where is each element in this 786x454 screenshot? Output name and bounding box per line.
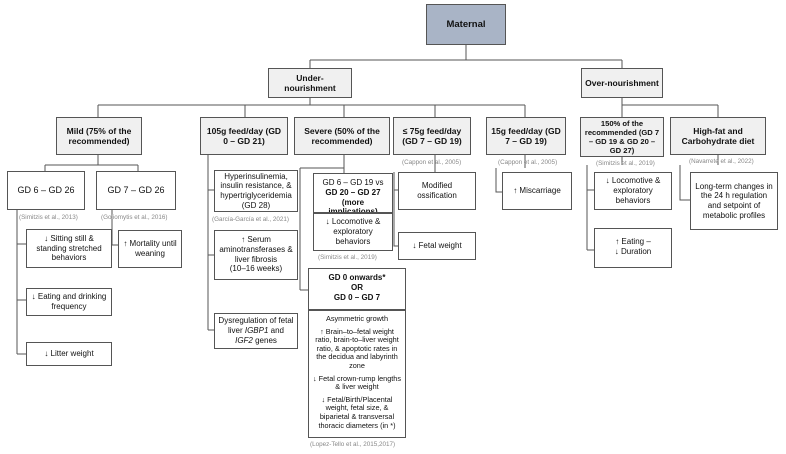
severe-node: Severe (50% of the recommended): [294, 117, 390, 155]
litter-weight-node: ↓ Litter weight: [26, 342, 112, 366]
citation-cappon-2: (Cappon et al., 2005): [498, 159, 558, 166]
gd-0-onwards-node: GD 0 onwards* OR GD 0 – GD 7: [308, 268, 406, 310]
connector-gd726: [111, 210, 118, 246]
eating-frequency-node: ↓ Eating and drinking frequency: [26, 288, 112, 316]
asymmetric-growth: Asymmetric growth: [325, 314, 389, 323]
gd-20-27-line: GD 20 – GD 27: [325, 187, 381, 197]
citation-simitzis-2019-over: (Simitzis et al., 2019): [596, 160, 655, 167]
eating-duration-node: ↑ Eating – ↓ Duration: [594, 228, 672, 268]
citation-goliomytis: (Goliomytis et al., 2016): [101, 214, 168, 221]
feed-75g-node: ≤ 75g feed/day (GD 7 – GD 19): [393, 117, 471, 155]
serum-weeks: (10–16 weeks): [229, 264, 283, 274]
under-nourishment-node: Under-nourishment: [268, 68, 352, 98]
connector-severe: [299, 155, 345, 291]
citation-simitzis-2013: (Simitzis et al., 2013): [19, 214, 78, 221]
hyperinsulinemia-node: Hyperinsulinemia, insulin resistance, & …: [214, 170, 298, 212]
citation-navarrete: (Navarrete et al., 2022): [689, 158, 754, 165]
connector-gd626: [16, 210, 26, 355]
ossification-node: Modified ossification: [398, 172, 476, 210]
connector-mild: [44, 155, 139, 171]
long-term-changes-node: Long-term changes in the 24 h regulation…: [690, 172, 778, 230]
sitting-behavior-node: ↓ Sitting still & standing stretched beh…: [26, 229, 112, 268]
connector-over: [621, 98, 719, 117]
connector-75g: [393, 155, 436, 247]
crown-rump: ↓ Fetal crown-rump lengths & liver weigh…: [312, 373, 401, 392]
gene-igf2: IGF2: [235, 335, 253, 345]
serum-text: ↑ Serum aminotransferases & liver fibros…: [219, 235, 293, 264]
serum-node: ↑ Serum aminotransferases & liver fibros…: [214, 230, 298, 280]
connector-15g: [495, 155, 526, 193]
gd-0-onwards-line: GD 0 onwards*: [328, 273, 386, 282]
mild-node: Mild (75% of the recommended): [56, 117, 142, 155]
mortality-node: ↑ Mortality until weaning: [118, 230, 182, 268]
fetal-birth-placental: ↓ Fetal/Birth/Placental weight, fetal si…: [318, 394, 396, 430]
miscarriage-node: ↑ Miscarriage: [502, 172, 572, 210]
high-fat-carb-node: High-fat and Carbohydrate diet: [670, 117, 766, 155]
connector-150: [586, 157, 623, 251]
citation-garcia: (García-García et al., 2021): [212, 216, 289, 223]
locomotive-severe-node: ↓ Locomotive & exploratory behaviors: [313, 213, 393, 251]
eating-line: ↑ Eating –: [615, 237, 651, 246]
locomotive-over-node: ↓ Locomotive & exploratory behaviors: [594, 172, 672, 210]
feed-15g-node: 15g feed/day (GD 7 – GD 19): [486, 117, 566, 155]
feed-105g-node: 105g feed/day (GD 0 – GD 21): [200, 117, 288, 155]
connector-under: [97, 98, 526, 117]
gd-6-19-line: GD 6 – GD 19 vs: [322, 178, 384, 187]
maternal-node: Maternal: [426, 4, 506, 45]
connector-hfcd: [679, 155, 719, 201]
recommended-150-node: 150% of the recommended (GD 7 – GD 19 & …: [580, 117, 664, 157]
gd-6-19-comparison-node: GD 6 – GD 19 vs GD 20 – GD 27 (more impl…: [313, 173, 393, 213]
citation-lopez-tello: (Lopez-Tello et al., 2015,2017): [310, 441, 396, 448]
connector-105g: [207, 155, 214, 331]
more-implications-line: (more implications): [328, 197, 378, 213]
citation-cappon-1: (Cappon et al., 2005): [402, 159, 462, 166]
citation-simitzis-2019-severe: (Simitzis et al., 2019): [318, 254, 377, 261]
over-nourishment-node: Over-nourishment: [581, 68, 663, 98]
dysregulation-node: Dysregulation of fetal liver IGBP1 and I…: [214, 313, 298, 349]
gd-7-26-node: GD 7 – GD 26: [96, 171, 176, 210]
gene-igbp1: IGBP1: [244, 326, 269, 336]
duration-line: ↓ Duration: [614, 246, 652, 256]
or-line: OR: [351, 282, 363, 292]
dysregulation-text: Dysregulation of fetal liver IGBP1 and I…: [218, 316, 294, 345]
connector-root: [309, 45, 623, 68]
severe-effects-node: Asymmetric growth ↑ Brain–to–fetal weigh…: [308, 310, 406, 438]
brain-ratio: ↑ Brain–to–fetal weight ratio, brain-to–…: [315, 326, 399, 371]
gd-6-26-node: GD 6 – GD 26: [7, 171, 85, 210]
fetal-weight-node: ↓ Fetal weight: [398, 232, 476, 260]
gd-0-7-line: GD 0 – GD 7: [333, 292, 381, 302]
